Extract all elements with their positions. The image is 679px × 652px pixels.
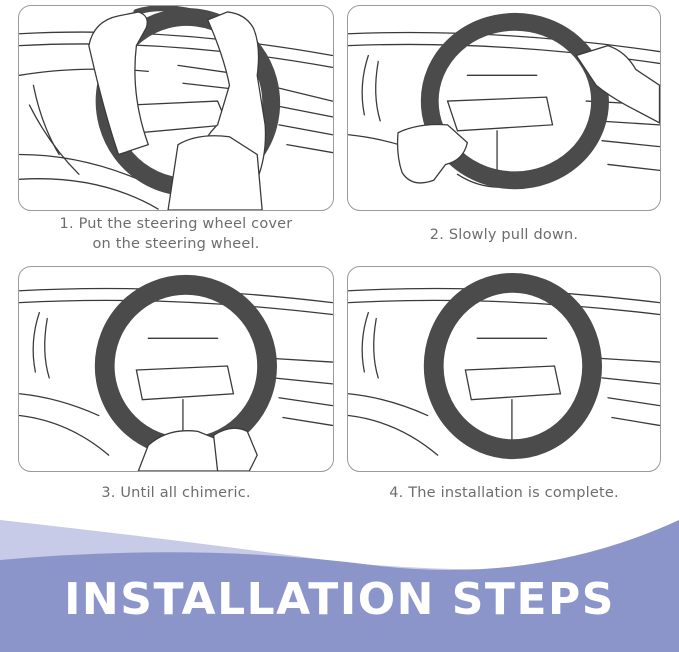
step-3-caption-line-1: 3. Until all chimeric. [101,485,251,501]
step-1-illustration [18,5,334,211]
step-4-illustration [347,266,661,472]
step-4-caption-line-1: 4. The installation is complete. [389,485,619,501]
steering-wheel-pull-drawing [348,12,660,190]
step-1-caption-line-1: 1. Put the steering wheel cover [59,216,293,232]
steering-wheel-complete-drawing [348,272,660,460]
step-3-caption: 3. Until all chimeric. [18,483,334,503]
step-4-caption: 4. The installation is complete. [347,483,661,503]
step-2-illustration [347,5,661,211]
banner-wave-background [0,520,679,652]
step-3-illustration [18,266,334,472]
step-1-caption-line-2: on the steering wheel. [92,236,260,252]
step-1-caption: 1. Put the steering wheel cover on the s… [18,214,334,254]
installation-steps-banner: INSTALLATION STEPS [0,500,679,652]
step-2-caption: 2. Slowly pull down. [347,225,661,245]
steering-wheel-install-drawing [19,6,333,210]
banner-title: INSTALLATION STEPS [64,574,615,625]
steering-wheel-adjust-drawing [19,274,333,471]
step-2-caption-line-1: 2. Slowly pull down. [429,227,579,243]
